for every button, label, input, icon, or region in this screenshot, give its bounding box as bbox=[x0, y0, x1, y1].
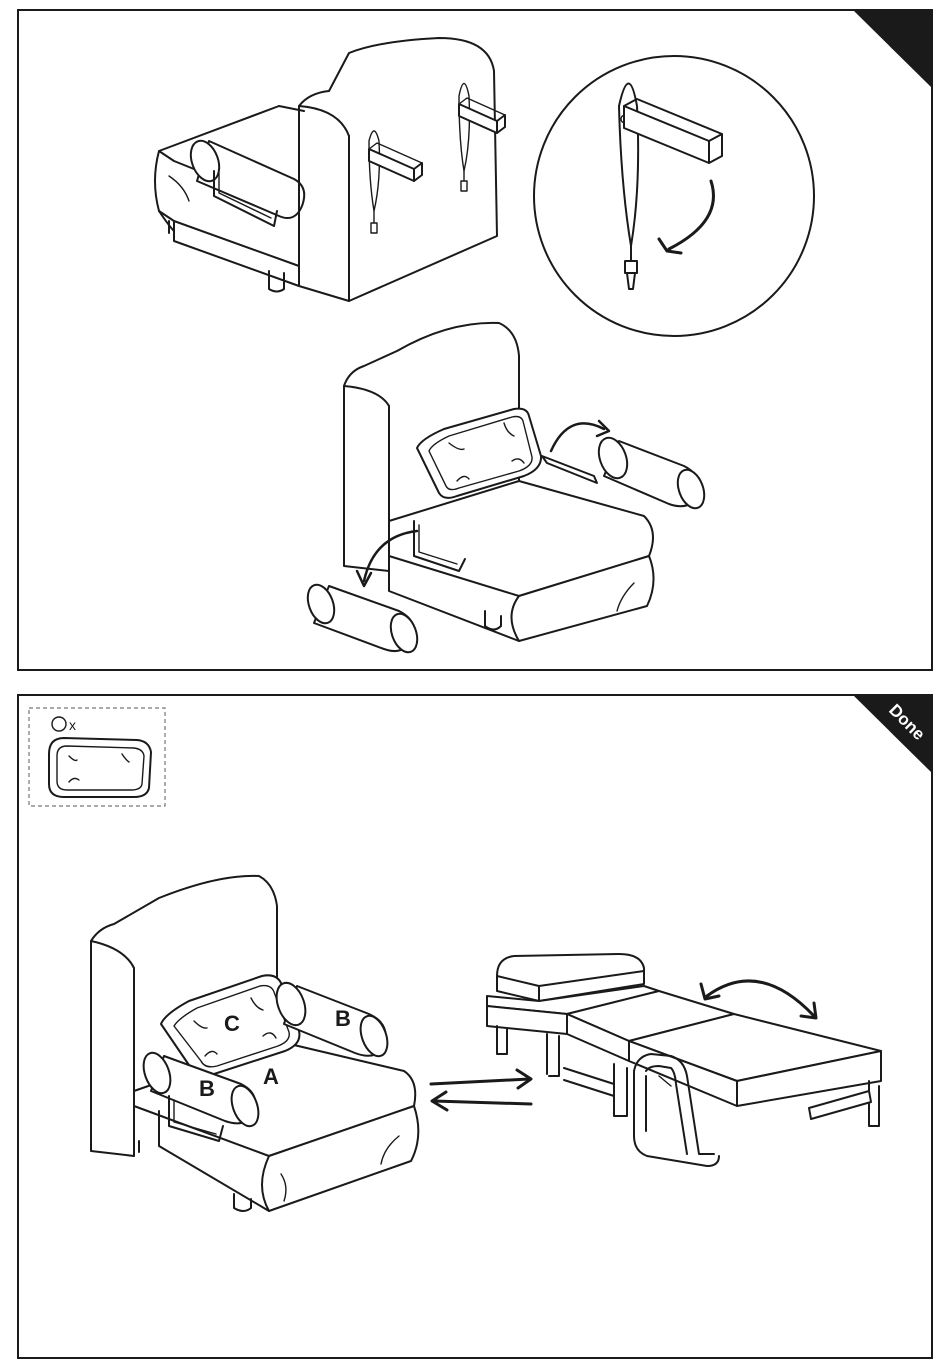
final-illustration: Done x bbox=[19, 696, 933, 1359]
conversion-arrows bbox=[431, 1070, 531, 1110]
part-label-b-right: B bbox=[335, 1006, 351, 1031]
detail-circle-strap bbox=[534, 56, 814, 336]
chair-front-view-armrests-removed bbox=[303, 323, 709, 656]
unfolded-bed bbox=[487, 954, 881, 1166]
assembled-chair: C B B A bbox=[91, 876, 418, 1211]
legend-quantity-label: x bbox=[69, 717, 76, 733]
part-label-c: C bbox=[224, 1011, 240, 1036]
part-label-a: A bbox=[263, 1064, 279, 1089]
part-label-b-left: B bbox=[199, 1076, 215, 1101]
step-panel-remove-armrests bbox=[17, 9, 933, 671]
parts-legend-box: x bbox=[29, 708, 165, 806]
chair-back-view bbox=[155, 38, 505, 301]
step-panel-done: Done x bbox=[17, 694, 933, 1359]
step-illustration bbox=[19, 11, 933, 671]
step-corner-tab bbox=[854, 11, 933, 91]
quantity-circle-icon bbox=[52, 717, 66, 731]
